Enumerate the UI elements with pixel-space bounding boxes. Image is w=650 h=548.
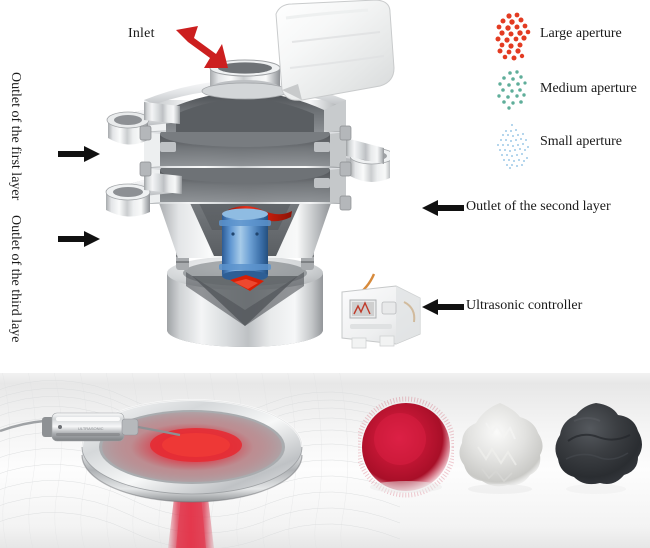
ultrasonic-controller-box xyxy=(341,273,421,349)
outlet-first-layer-label: Outlet of the first layer xyxy=(8,72,23,201)
black-arrow-right-icon-third xyxy=(58,231,100,247)
legend-label-medium: Medium aperture xyxy=(540,81,637,96)
material-bag xyxy=(275,0,395,101)
legend-row-medium: Medium aperture xyxy=(492,67,650,119)
transducer-cable-right xyxy=(137,425,181,437)
top-illustration-panel: Inlet Outlet of the first layer Outlet o… xyxy=(8,0,650,349)
aperture-legend: Large aperture Medium aperture xyxy=(492,12,650,172)
medium-particle-cluster-icon xyxy=(497,70,527,110)
inlet-collar xyxy=(201,59,289,100)
black-arrow-left-icon-ultrasonic xyxy=(422,299,464,315)
powder-samples-row xyxy=(340,373,650,548)
large-particle-cluster-icon xyxy=(495,12,531,61)
discharge-spout-second-layer xyxy=(346,138,390,182)
discharge-spout-first-layer xyxy=(106,102,180,145)
deck-clamps xyxy=(139,125,352,211)
outlet-third-layer-label: Outlet of the third laye xyxy=(8,215,23,343)
red-arrow-icon xyxy=(176,26,228,68)
ultrasonic-controller-label: Ultrasonic controller xyxy=(466,298,583,313)
black-arrow-right-icon-first xyxy=(58,146,100,162)
inlet-label: Inlet xyxy=(128,26,155,41)
vibration-motor xyxy=(219,206,292,291)
outlet-second-layer-label: Outlet of the second layer xyxy=(466,199,611,214)
ultrasonic-sieve-screen-unit: ULTRASONIC xyxy=(0,399,303,548)
transducer-cable-left xyxy=(0,419,45,433)
legend-row-large: Large aperture xyxy=(492,12,650,64)
black-arrow-left-icon-second xyxy=(422,200,464,216)
small-particle-cluster-icon xyxy=(497,124,529,169)
red-powder-sample xyxy=(355,395,457,505)
white-powder-sample xyxy=(452,395,548,505)
discharge-spout-third-layer xyxy=(105,172,182,217)
legend-label-small: Small aperture xyxy=(540,134,623,149)
legend-row-small: Small aperture xyxy=(492,120,650,172)
ultrasonic-transducer: ULTRASONIC xyxy=(0,412,181,442)
legend-label-large: Large aperture xyxy=(540,26,622,41)
bottom-illustration-panel: ULTRASONIC xyxy=(0,373,650,548)
svg-text:ULTRASONIC: ULTRASONIC xyxy=(78,426,104,431)
black-powder-sample xyxy=(548,395,644,505)
vibrating-sieve-machine xyxy=(105,59,390,347)
